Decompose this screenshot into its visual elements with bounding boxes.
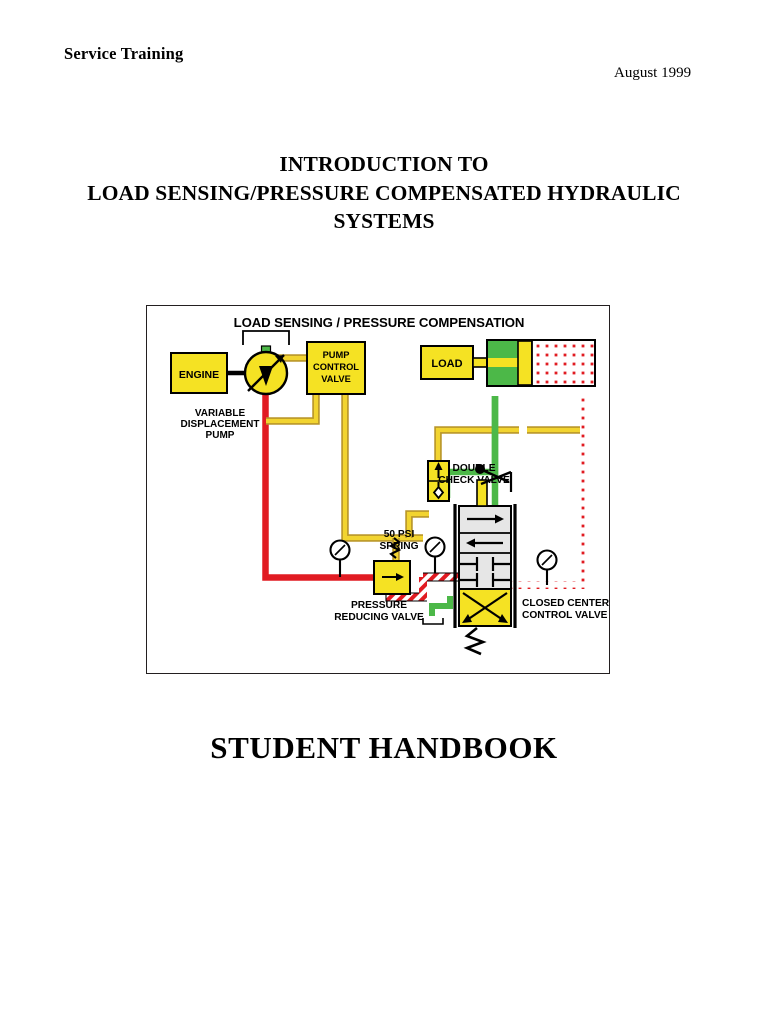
tank-drain-line-dotted xyxy=(487,396,588,589)
spring-rating-label-line-1: 50 PSI xyxy=(384,529,415,540)
pressure-gauge-tank-line xyxy=(536,549,558,585)
closed-center-control-valve-label-line-2: CONTROL VALVE xyxy=(522,610,608,621)
pressure-reducing-valve-label-line-2: REDUCING VALVE xyxy=(334,612,424,623)
variable-displacement-pump-label-line-3: PUMP xyxy=(206,430,235,441)
load-label: LOAD xyxy=(431,358,462,370)
hydraulic-cylinder xyxy=(472,339,596,387)
pump-control-valve-block: PUMP CONTROL VALVE xyxy=(306,341,366,395)
double-check-valve xyxy=(427,460,450,502)
document-date: August 1999 xyxy=(614,65,692,81)
document-title-line-2: LOAD SENSING/PRESSURE COMPENSATED HYDRAU… xyxy=(87,180,681,205)
double-check-valve-label-line-1: DOUBLE xyxy=(452,463,495,474)
document-title: INTRODUCTION TO LOAD SENSING/PRESSURE CO… xyxy=(48,150,720,236)
pressure-gauge-reduced-line xyxy=(424,536,446,573)
student-handbook-title: STUDENT HANDBOOK xyxy=(210,730,558,765)
load-sense-upper-line xyxy=(434,426,519,464)
pump-control-valve-label-line-2: CONTROL xyxy=(313,362,359,372)
pressure-reducing-valve xyxy=(373,537,411,595)
load-sense-to-check-valve xyxy=(405,510,429,538)
load-block: LOAD xyxy=(420,345,474,380)
pressure-gauge-pump-line xyxy=(329,539,351,577)
closed-center-control-valve-label-line-1: CLOSED CENTER xyxy=(522,598,610,609)
control-valve-return-spring-icon xyxy=(463,626,487,656)
figure-title: LOAD SENSING / PRESSURE COMPENSATION xyxy=(233,315,525,330)
pump-control-return-line xyxy=(266,394,320,425)
closed-center-control-valve xyxy=(453,464,517,656)
pump-control-valve-label-line-1: PUMP xyxy=(323,350,350,360)
hydraulic-schematic-figure: LOAD SENSING / PRESSURE COMPENSATION xyxy=(146,305,610,674)
service-training-heading: Service Training xyxy=(64,44,184,63)
double-check-valve-label-line-2: CHECK VALVE xyxy=(438,475,510,486)
spring-rating-label-line-2: SPRING xyxy=(379,541,418,552)
pressure-reducing-valve-label-line-1: PRESSURE xyxy=(351,600,407,611)
pump-control-valve-label-line-3: VALVE xyxy=(321,374,351,384)
hydraulic-schematic-drawing: ENGINE VARIABLE DISPLACEMENT PUMP PUMP C… xyxy=(170,330,610,656)
pump-pressure-line-red xyxy=(262,388,396,581)
valve-tank-line-green xyxy=(422,596,453,625)
engine-label: ENGINE xyxy=(179,369,219,381)
variable-displacement-pump-label-line-1: VARIABLE xyxy=(195,408,246,419)
variable-displacement-pump-label-line-2: DISPLACEMENT xyxy=(181,419,260,430)
variable-displacement-pump xyxy=(243,350,289,396)
engine-block: ENGINE xyxy=(170,352,245,394)
document-title-line-3: SYSTEMS xyxy=(333,209,435,233)
document-title-line-1: INTRODUCTION TO xyxy=(279,152,489,176)
